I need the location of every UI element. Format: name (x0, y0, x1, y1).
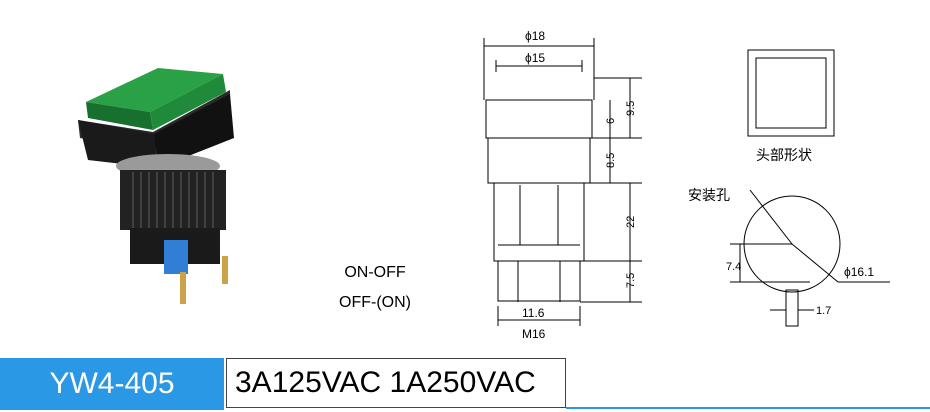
model-label: YW4-405 (0, 358, 224, 410)
product-photo (78, 68, 234, 304)
housing-outline (487, 137, 591, 184)
dim-8-5: 8.5 (605, 153, 617, 168)
dim-6: 6 (605, 118, 617, 124)
switch-modes: ON-OFF OFF-(ON) (300, 258, 450, 318)
terminal-left (180, 272, 186, 304)
head-shape-square (747, 49, 835, 137)
rating-label: 3A125VAC 1A250VAC (226, 358, 566, 408)
head-shape-label: 头部形状 (756, 147, 812, 163)
dim-phi15: ϕ15 (525, 51, 545, 65)
dim-phi18: ϕ18 (525, 29, 545, 43)
dim-22: 22 (625, 216, 637, 228)
dim-9-5: 9.5 (625, 101, 637, 116)
lens-side (150, 74, 226, 130)
bezel-side (154, 94, 234, 168)
terminal-block (164, 240, 188, 274)
mode-off-on: OFF-(ON) (339, 294, 411, 311)
bezel-front (78, 120, 158, 168)
lens-front (86, 102, 153, 130)
head-outline (485, 99, 593, 139)
dim-7-4: 7.4 (726, 261, 741, 273)
dim-m16: M16 (522, 327, 546, 341)
dimension-drawing: ϕ18 ϕ15 9.5 6 8.5 22 7.5 11.6 M16 7.4 ϕ1… (483, 29, 890, 341)
dim-11-6: 11.6 (522, 306, 545, 320)
dim-1-7: 1.7 (816, 305, 831, 317)
key-notch (785, 289, 799, 327)
dim-7-5: 7.5 (625, 273, 637, 288)
lens-top (86, 68, 223, 112)
accent-underline (566, 407, 930, 409)
dim-phi16-1: ϕ16.1 (844, 265, 874, 279)
mounting-hole-label: 安装孔 (688, 187, 730, 203)
thread-outline (493, 182, 585, 262)
terminal-outline (497, 260, 581, 302)
mode-on-off: ON-OFF (344, 264, 406, 281)
terminal-right (222, 256, 228, 284)
